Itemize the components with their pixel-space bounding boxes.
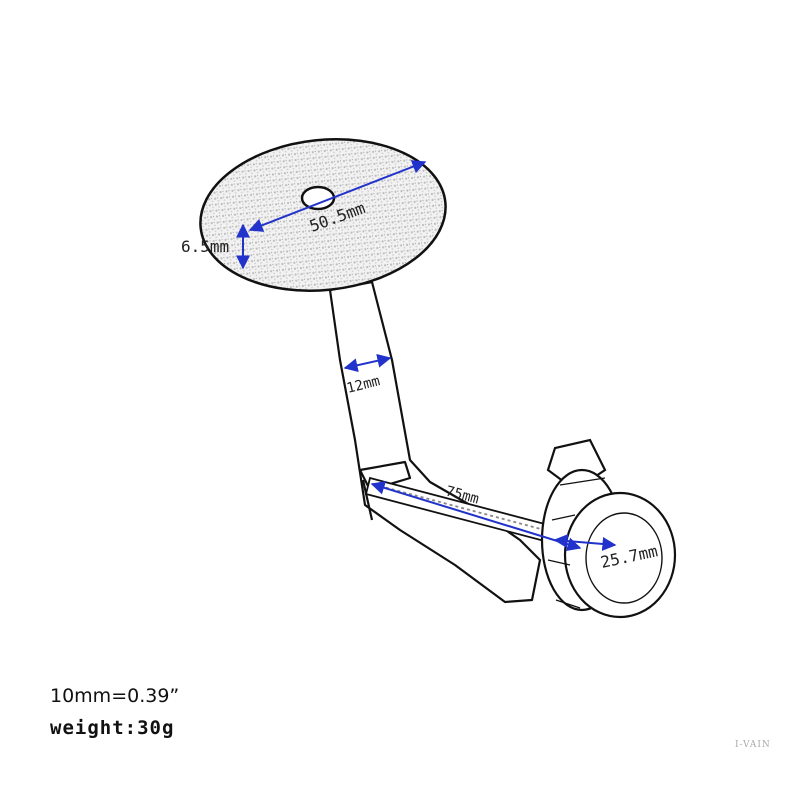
brand-watermark: I-VAIN [735,740,771,750]
knob-diameter-line [553,534,617,551]
arm-width-line [343,353,392,373]
pad-screw-hole [300,185,336,211]
dimension-lines [236,160,617,551]
pad-diameter-line [248,160,427,232]
support-arm [328,280,542,604]
arm-width-label: 12mm [345,373,382,397]
rod-length-line [370,481,582,551]
pad-thickness-label: 6.5mm [181,237,229,256]
unit-conversion-note: 10mm=0.39” [50,685,180,707]
adjustment-knob [540,438,677,619]
weight-note: weight:30g [50,717,175,739]
